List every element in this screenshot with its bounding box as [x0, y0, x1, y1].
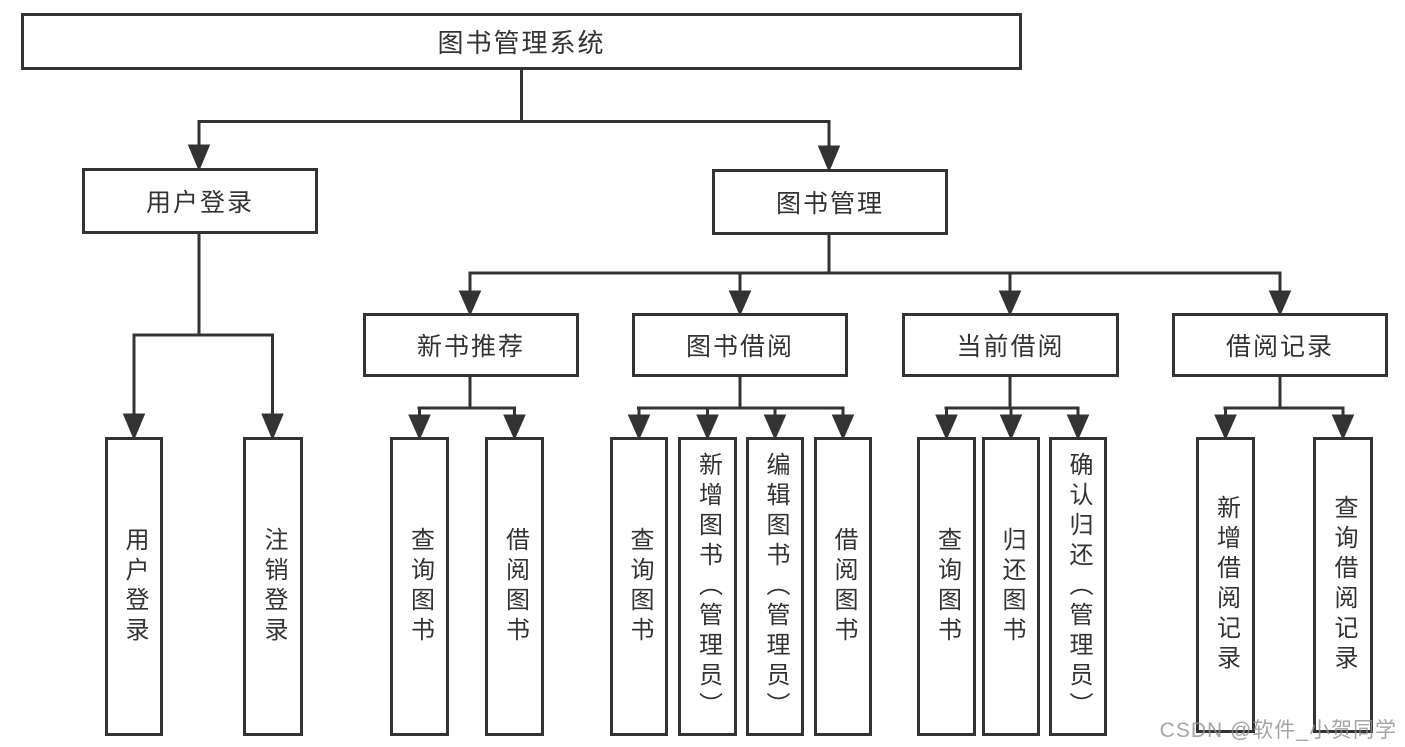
leaf-logout: 注销登录 [243, 437, 303, 736]
leaf-add-borrow-record-label: 新增借阅记录 [1212, 495, 1240, 675]
csdn-watermark: CSDN @软件_小贺同学 [1159, 719, 1397, 742]
leaf-query-books-borrow-label: 查询图书 [626, 526, 653, 647]
node-current-borrow: 当前借阅 [902, 313, 1119, 377]
arrowhead-query1 [408, 414, 431, 441]
node-new-book-recommend: 新书推荐 [363, 313, 579, 377]
node-book-borrow: 图书借阅 [632, 313, 848, 377]
arrowhead-borrow-record [1268, 290, 1292, 317]
leaf-user-login-label: 用户登录 [121, 526, 148, 647]
leaf-query-books-recommend: 查询图书 [390, 437, 449, 736]
node-borrow-record-label: 借阅记录 [1225, 333, 1334, 361]
node-current-borrow-label: 当前借阅 [956, 333, 1065, 361]
leaf-confirm-return-admin-label: 确认归还（管理员） [1065, 451, 1092, 722]
leaf-query-borrow-record-label: 查询借阅记录 [1330, 495, 1357, 675]
leaf-borrow-books-recommend-label: 借阅图书 [501, 526, 529, 647]
node-borrow-record: 借阅记录 [1172, 313, 1388, 377]
arrowhead-book-mgmt [817, 145, 841, 173]
leaf-return-book-label: 归还图书 [998, 526, 1025, 647]
node-book-management: 图书管理 [712, 169, 948, 235]
leaf-return-book: 归还图书 [982, 437, 1040, 736]
leaf-query-borrow-record: 查询借阅记录 [1313, 437, 1373, 733]
arrowhead-current-borrow [998, 290, 1022, 317]
leaf-add-book-admin: 新增图书（管理员） [678, 437, 737, 736]
leaf-query-books-recommend-label: 查询图书 [406, 526, 434, 647]
arrowhead-add-book [696, 414, 719, 441]
node-book-borrow-label: 图书借阅 [685, 333, 794, 361]
leaf-logout-label: 注销登录 [260, 526, 287, 647]
arrowhead-borrow2 [831, 414, 855, 441]
arrowhead-edit-book [763, 414, 787, 441]
arrowhead-query3 [935, 414, 958, 441]
arrowhead-query2 [627, 414, 651, 441]
arrowhead-confirm-return [1066, 414, 1090, 441]
arrowhead-user-login [187, 144, 211, 172]
leaf-add-borrow-record: 新增借阅记录 [1196, 437, 1255, 733]
leaf-query-books-current-label: 查询图书 [933, 526, 961, 647]
arrowhead-add-record [1214, 414, 1237, 441]
arrowhead-leaf-login [122, 413, 146, 441]
leaf-query-books-current: 查询图书 [917, 437, 976, 736]
node-root: 图书管理系统 [21, 13, 1022, 70]
arrowhead-borrow1 [503, 414, 526, 441]
leaf-query-books-borrow: 查询图书 [610, 437, 668, 736]
arrowhead-new-rec [458, 290, 482, 317]
leaf-edit-book-admin-label: 编辑图书（管理员） [762, 451, 789, 722]
arrowhead-book-borrow [728, 290, 752, 317]
arrowhead-leaf-logout [261, 413, 284, 441]
node-root-label: 图书管理系统 [437, 28, 606, 58]
node-user-login: 用户登录 [82, 168, 318, 234]
leaf-borrow-books: 借阅图书 [814, 437, 872, 736]
leaf-edit-book-admin: 编辑图书（管理员） [746, 437, 804, 736]
leaf-borrow-books-label: 借阅图书 [830, 526, 857, 647]
node-book-management-label: 图书管理 [775, 190, 884, 218]
node-new-book-recommend-label: 新书推荐 [416, 333, 525, 361]
arrowhead-return-book [999, 414, 1023, 441]
leaf-user-login: 用户登录 [105, 437, 163, 736]
arrowhead-query-record [1331, 414, 1355, 441]
node-user-login-label: 用户登录 [145, 189, 254, 217]
leaf-add-book-admin-label: 新增图书（管理员） [694, 451, 722, 722]
leaf-borrow-books-recommend: 借阅图书 [485, 437, 544, 736]
leaf-confirm-return-admin: 确认归还（管理员） [1049, 437, 1107, 736]
